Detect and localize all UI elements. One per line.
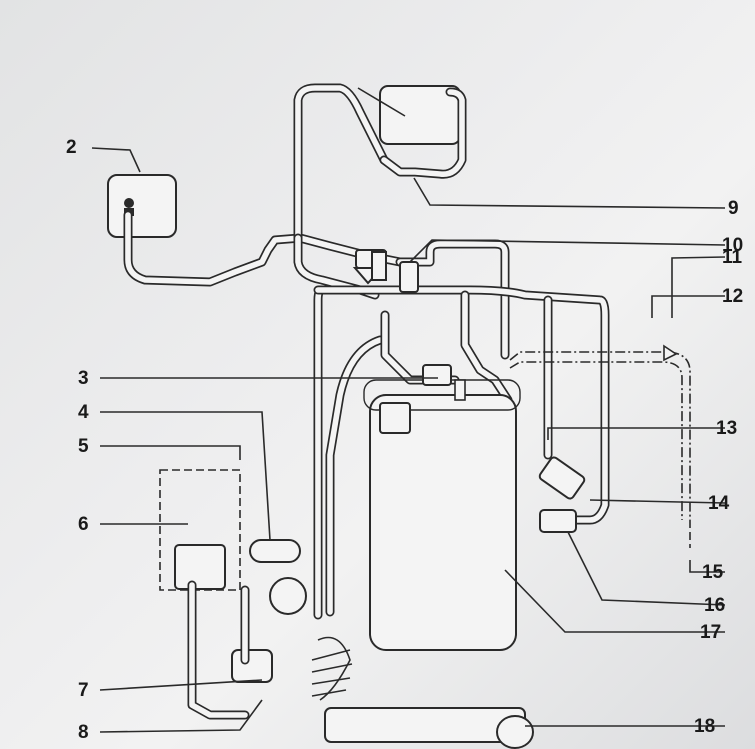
callout-15: 15 [702, 562, 724, 583]
callout-labels: 2 3 4 5 6 7 8 9 10 11 12 13 14 15 16 17 … [66, 137, 743, 743]
main-tank [363, 379, 521, 651]
hose-core [295, 235, 378, 298]
callout-4: 4 [78, 402, 89, 423]
hose-outline [293, 83, 389, 243]
leader-lines [91, 147, 726, 733]
hose-core [381, 89, 465, 178]
callout-6: 6 [78, 514, 89, 535]
callout-3: 3 [78, 368, 89, 389]
callout-17: 17 [700, 622, 721, 643]
callout-16: 16 [704, 595, 725, 616]
callout-12: 12 [722, 286, 743, 307]
valves [174, 249, 586, 683]
callout-7: 7 [78, 680, 89, 701]
lower-left-pipes [187, 580, 250, 720]
callout-18: 18 [694, 716, 715, 737]
callout-14: 14 [708, 493, 730, 514]
callout-5: 5 [78, 436, 89, 457]
callout-8: 8 [78, 722, 89, 743]
hose-core [462, 292, 511, 403]
hose-core [125, 212, 403, 285]
callout-2: 2 [66, 137, 77, 158]
hose-core [315, 287, 608, 523]
coil-hose [311, 636, 353, 701]
callout-13: 13 [716, 418, 737, 439]
callout-11: 11 [722, 247, 743, 268]
hose-core [397, 241, 508, 358]
vacuum-hoses [123, 83, 610, 620]
reservoir-2 [107, 174, 177, 238]
bottom-pipe [324, 707, 534, 749]
dashed-housing [159, 469, 241, 591]
callout-9: 9 [728, 198, 739, 219]
return-line [509, 344, 691, 548]
hose-core [295, 85, 387, 241]
hose-core [327, 337, 383, 615]
callout-10: 10 [722, 235, 743, 256]
